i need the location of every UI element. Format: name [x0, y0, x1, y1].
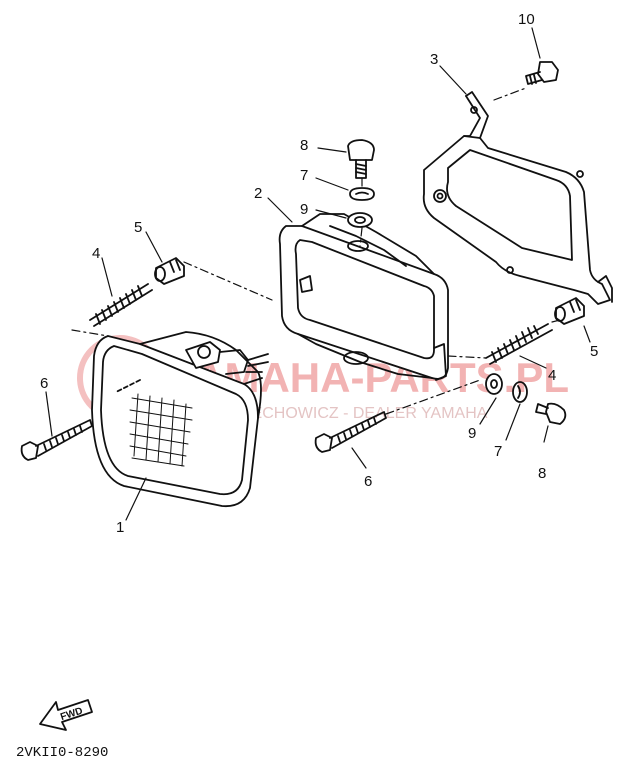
callout-6-right: 6	[364, 473, 372, 490]
grommet-5-left	[155, 258, 184, 284]
callout-labels: 1 2 3 4 4 5 5 6 6 7 7 8 8 9 9 10	[40, 11, 598, 536]
screw-8-right	[536, 404, 565, 424]
callout-6-left: 6	[40, 375, 48, 392]
callout-1: 1	[116, 519, 124, 536]
headlight-bracket	[424, 92, 612, 304]
screw-10	[526, 62, 558, 84]
callout-4-right: 4	[548, 367, 556, 384]
callout-9-right: 9	[468, 425, 476, 442]
callout-7-top: 7	[300, 167, 308, 184]
leader-lines	[46, 28, 590, 520]
callout-8-top: 8	[300, 137, 308, 154]
callout-8-right: 8	[538, 465, 546, 482]
spring-4-right	[486, 324, 552, 364]
callout-5-left: 5	[134, 219, 142, 236]
callout-4-left: 4	[92, 245, 100, 262]
screw-6-left	[22, 420, 92, 460]
headlight-unit	[92, 332, 268, 506]
callout-9-top: 9	[300, 201, 308, 218]
callout-2: 2	[254, 185, 262, 202]
washer-9-top	[348, 213, 372, 227]
callout-3: 3	[430, 51, 438, 68]
watermark-sub: WOJCIECHOWICZ - DEALER YAMAHA	[200, 405, 488, 422]
fwd-arrow: FWD	[39, 699, 93, 731]
spring-4-left	[90, 284, 152, 326]
diagram-code: 2VKII0-8290	[16, 745, 108, 761]
grommet-5-right	[555, 298, 584, 324]
callout-7-right: 7	[494, 443, 502, 460]
callout-10: 10	[518, 11, 535, 28]
lockwasher-7-top	[350, 188, 374, 200]
headlight-bezel	[280, 214, 448, 380]
washer-9-right	[486, 374, 502, 394]
lockwasher-7-right	[513, 382, 527, 402]
assembly-lines	[72, 88, 560, 414]
screw-8-top	[348, 140, 374, 178]
screw-6-right	[316, 412, 386, 452]
callout-5-right: 5	[590, 343, 598, 360]
